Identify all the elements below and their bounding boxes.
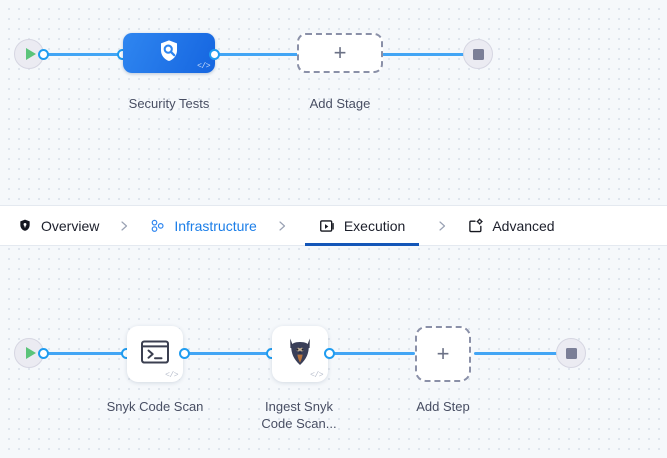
step-node-snyk-code-scan[interactable]: </> [127, 326, 183, 382]
step-label-ingest-snyk-code-scan: Ingest Snyk Code Scan... [261, 399, 337, 431]
shield-search-icon [156, 38, 182, 69]
wire-snyk-code-scan-to-ingest [185, 352, 270, 355]
infrastructure-icon [149, 217, 166, 234]
stop-icon [565, 347, 577, 359]
code-marker: </> [197, 62, 210, 71]
tab-label-overview: Overview [41, 217, 100, 234]
wire-add-stage-to-end [382, 53, 474, 56]
tab-infrastructure[interactable]: Infrastructure [147, 206, 258, 245]
tab-label-advanced: Advanced [492, 217, 555, 234]
wire-ingest-to-add-step [330, 352, 415, 355]
execution-icon [319, 217, 336, 234]
wire-security-tests-to-add-stage [208, 53, 300, 56]
pipeline-end-node[interactable] [463, 39, 493, 69]
tab-execution[interactable]: Execution [304, 206, 420, 246]
port-security-tests-out[interactable] [209, 49, 220, 60]
port-ingest-out[interactable] [324, 348, 335, 359]
chevron-right-icon [259, 219, 305, 233]
tab-advanced[interactable]: Advanced [465, 206, 556, 245]
stage-node-security-tests[interactable]: </> [123, 33, 215, 73]
stages-canvas[interactable]: </> Security Tests + Add Stage [0, 0, 667, 205]
terminal-icon [140, 339, 170, 370]
port-steps-start-out[interactable] [38, 348, 49, 359]
plus-icon: + [333, 40, 347, 65]
tab-label-execution: Execution [343, 217, 406, 234]
pipeline-tabbar: Overview Infrastructure [0, 205, 667, 246]
step-node-ingest-snyk-code-scan[interactable]: </> [272, 326, 328, 382]
add-stage-label: Add Stage [309, 96, 371, 111]
stage-label-security-tests: Security Tests [128, 96, 210, 111]
stop-icon [472, 48, 484, 60]
add-step-label: Add Step [416, 399, 470, 414]
pipeline-start-node[interactable] [14, 39, 44, 69]
wire-add-step-to-end [474, 352, 566, 355]
shield-icon [16, 217, 33, 234]
chevron-right-icon [101, 219, 147, 233]
steps-end-node[interactable] [556, 338, 586, 368]
advanced-gear-icon [467, 217, 484, 234]
wire-start-to-snyk-code-scan [42, 352, 127, 355]
snyk-doberman-icon [285, 336, 315, 373]
plus-icon: + [436, 341, 450, 366]
steps-canvas[interactable]: </> Snyk Code Scan </> [0, 246, 667, 458]
play-icon [25, 48, 36, 60]
code-marker: </> [310, 371, 323, 380]
tab-label-infrastructure: Infrastructure [174, 217, 257, 234]
add-step-button[interactable]: + [415, 326, 471, 382]
play-icon [25, 347, 36, 359]
port-snyk-code-scan-out[interactable] [179, 348, 190, 359]
port-start-out[interactable] [38, 49, 49, 60]
add-stage-button[interactable]: + [297, 33, 383, 73]
tab-overview[interactable]: Overview [14, 206, 101, 245]
wire-start-to-security-tests [42, 53, 132, 56]
chevron-right-icon [419, 219, 465, 233]
code-marker: </> [165, 371, 178, 380]
step-label-snyk-code-scan: Snyk Code Scan [106, 399, 204, 414]
